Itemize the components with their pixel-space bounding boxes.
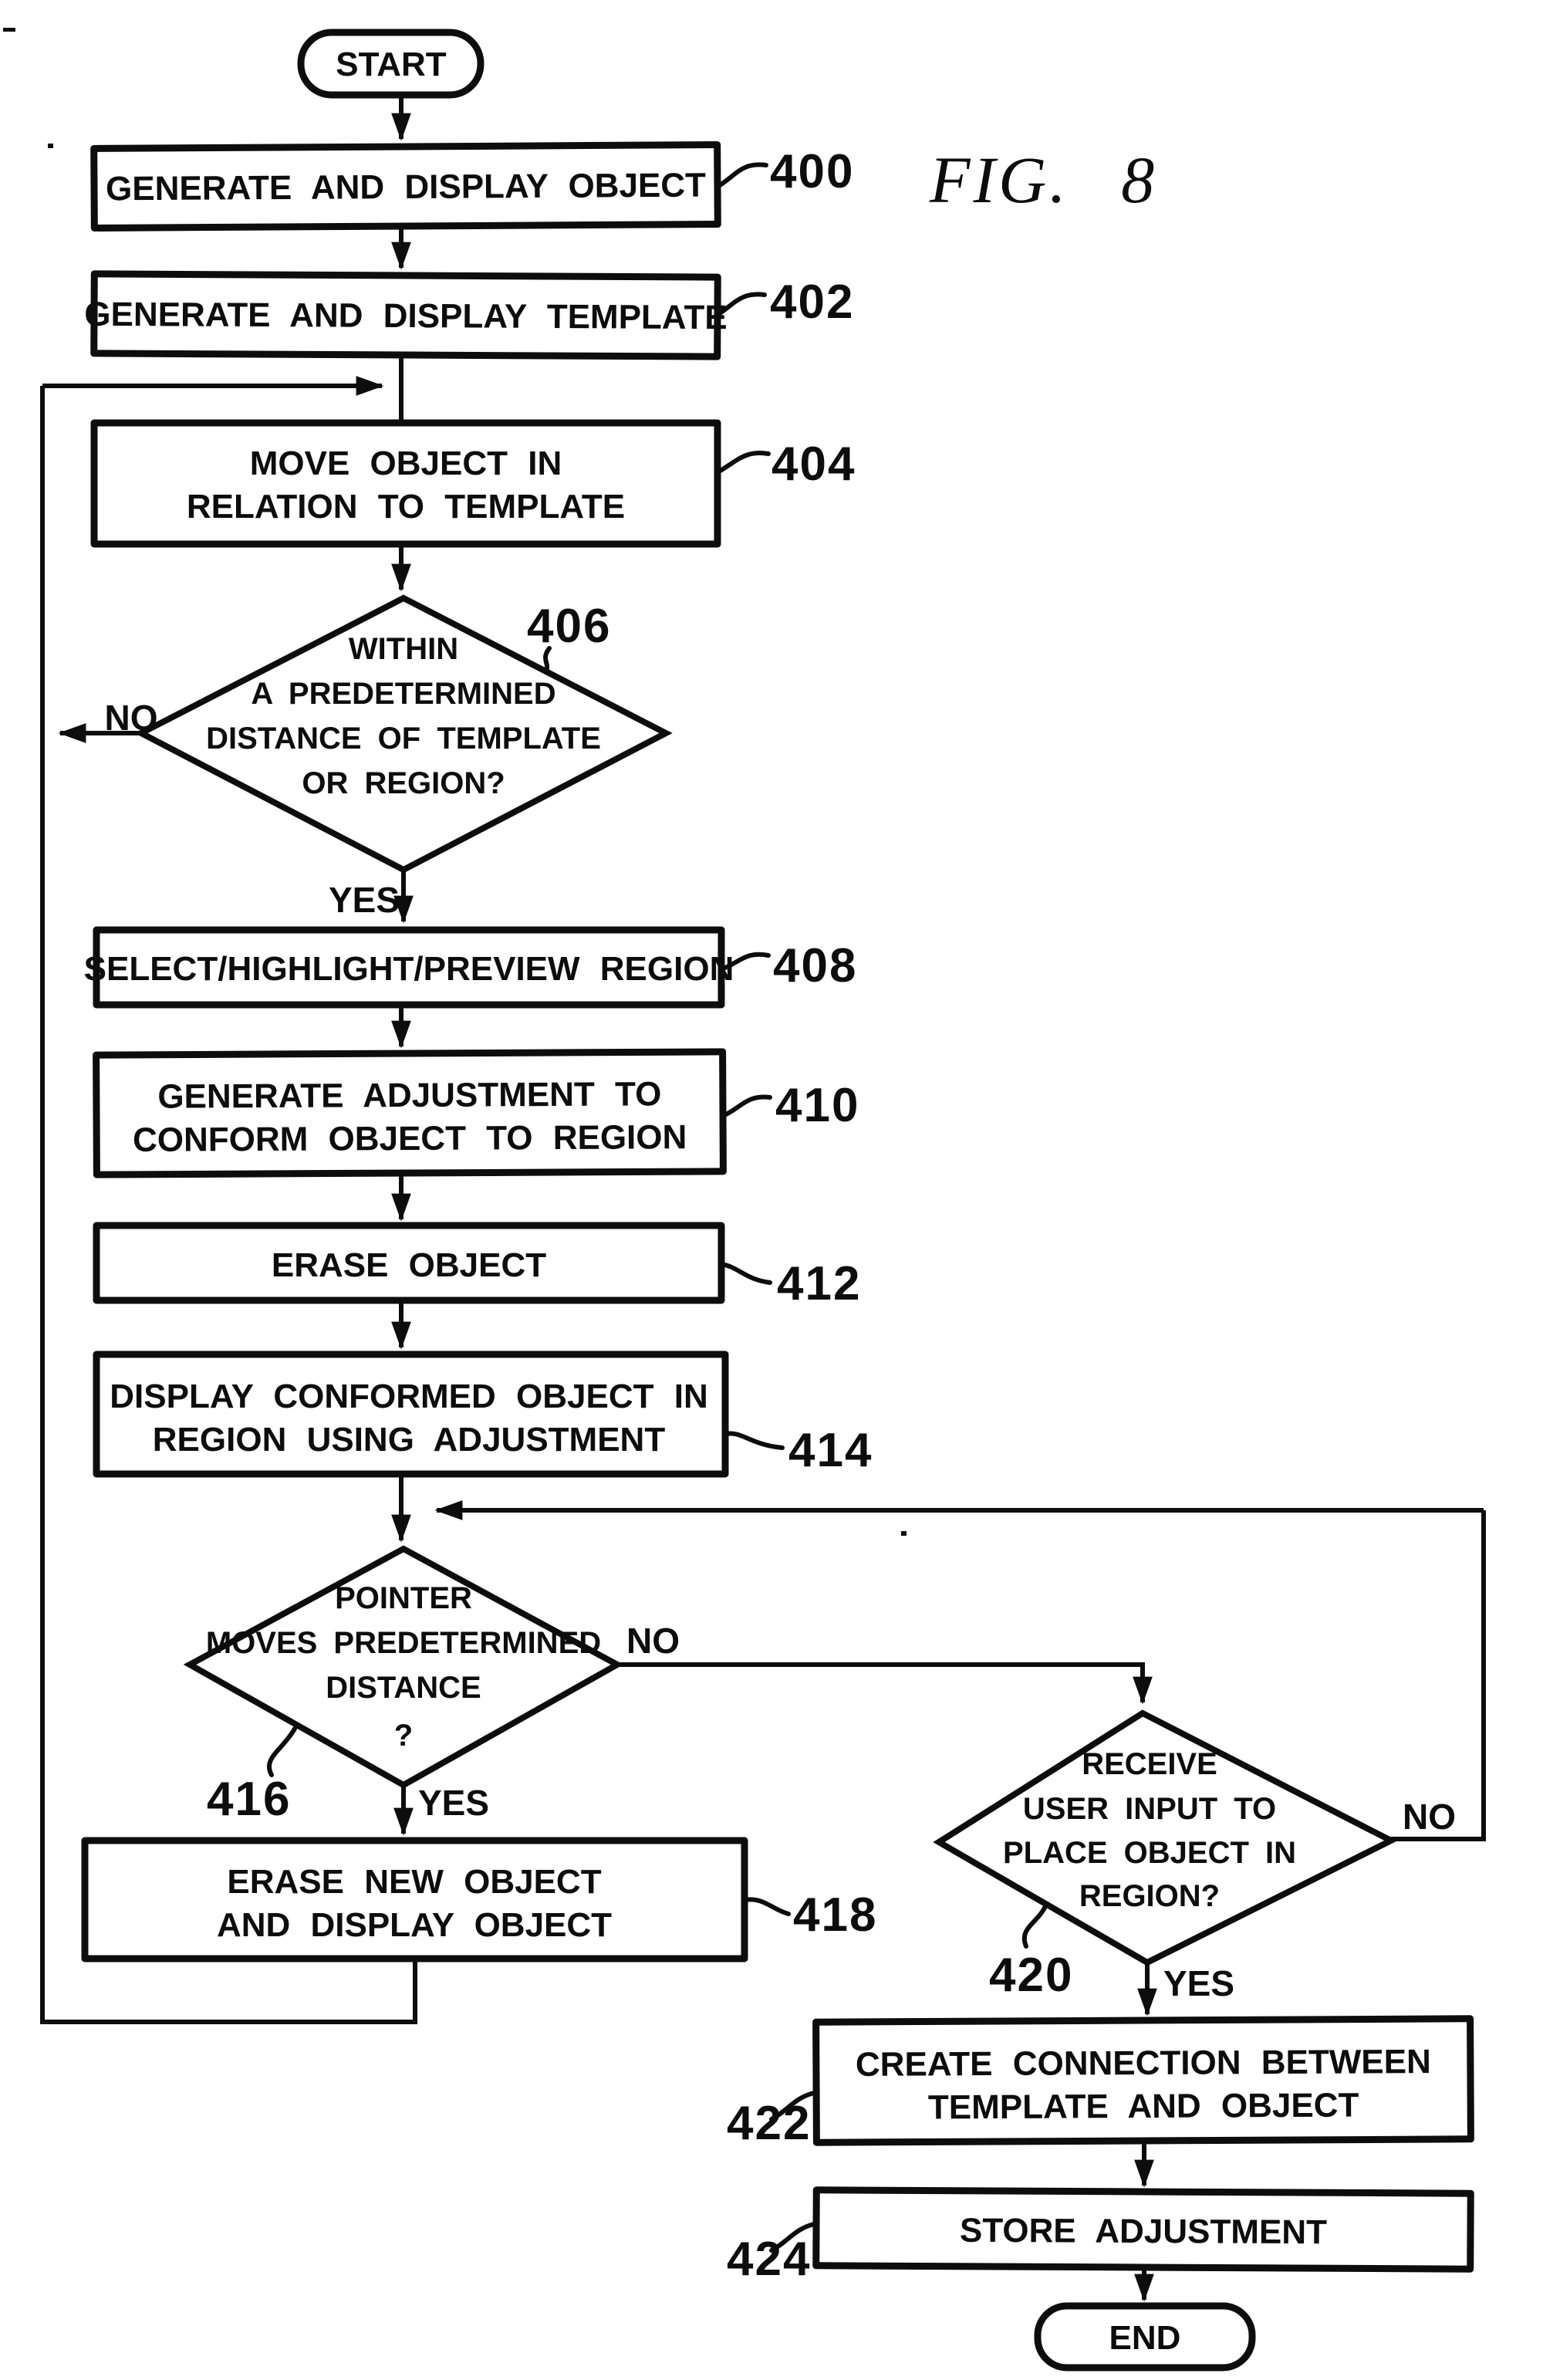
lead-line-420 [1021,1902,1048,1949]
process-box-408-rect [93,926,725,1009]
start-label: START [336,46,447,83]
branch-yes-420: YES [1163,1963,1234,2003]
ref-label-418: 418 [793,1888,877,1942]
ref-label-400: 400 [770,145,854,198]
process-box-412: ERASE OBJECT [93,1222,725,1304]
decision-406-line4: OR REGION? [302,766,505,800]
process-box-410-line2: CONFORM OBJECT TO REGION [133,1118,687,1159]
lead-line-418 [742,1897,791,1916]
process-box-422: CREATE CONNECTION BETWEEN TEMPLATE AND O… [812,2015,1474,2146]
process-box-402-label: GENERATE AND DISPLAY TEMPLATE [84,296,728,336]
decision-420-line1: RECEIVE [1082,1747,1217,1781]
process-box-404: MOVE OBJECT IN RELATION TO TEMPLATE [90,419,721,548]
lead-line-422 [769,2091,816,2121]
lead-line-400 [717,162,768,188]
branch-yes-406: YES [329,880,400,920]
process-box-404-rect [90,419,721,548]
process-box-410-rect [93,1048,727,1178]
ref-label-406: 406 [527,600,611,653]
process-box-408: SELECT/HIGHLIGHT/PREVIEW REGION [84,926,734,1009]
lead-line-424 [769,2222,816,2253]
ref-label-420: 420 [989,1949,1073,2002]
decision-416-line3: DISTANCE [326,1671,481,1705]
process-box-410: GENERATE ADJUSTMENT TO CONFORM OBJECT TO… [93,1048,727,1178]
branch-no-420: NO [1403,1797,1456,1837]
decision-diamond-416-shape [183,1545,624,1789]
decision-416-line4: ? [394,1719,413,1753]
decision-diamond-406: WITHIN A PREDETERMINED DISTANCE OF TEMPL… [134,594,673,874]
process-box-412-rect [93,1222,725,1304]
scan-artifact-dot-2 [48,144,53,148]
decision-diamond-420-shape [933,1709,1398,1966]
ref-label-404: 404 [772,438,856,491]
decision-diamond-406-shape [134,594,673,874]
decision-406-line1: WITHIN [349,632,458,666]
process-box-424-rect [812,2186,1474,2273]
process-box-418-line1: ERASE NEW OBJECT [227,1863,601,1901]
lead-line-416 [266,1726,297,1777]
decision-420-line2: USER INPUT TO [1023,1792,1276,1826]
process-box-424-label: STORE ADJUSTMENT [960,2212,1327,2251]
process-box-418-line2: AND DISPLAY OBJECT [217,1906,612,1944]
process-box-414-rect [93,1351,729,1478]
decision-416-line2: MOVES PREDETERMINED [206,1626,601,1660]
decision-420-line4: REGION? [1079,1879,1220,1913]
scan-artifact-dash [3,28,15,32]
lead-line-410 [721,1094,772,1118]
branch-no-406: NO [105,698,158,738]
process-box-414: DISPLAY CONFORMED OBJECT IN REGION USING… [93,1351,729,1478]
process-box-410-line1: GENERATE ADJUSTMENT TO [157,1075,661,1115]
figure-title: FIG. 8 [929,143,1157,217]
process-box-422-rect [812,2015,1474,2146]
ref-label-408: 408 [773,939,857,992]
lead-line-414 [723,1431,785,1450]
process-box-412-label: ERASE OBJECT [272,1246,546,1284]
ref-label-414: 414 [788,1424,873,1477]
start-terminator [297,29,485,99]
process-box-414-line2: REGION USING ADJUSTMENT [153,1421,666,1459]
process-box-404-line2: RELATION TO TEMPLATE [187,488,625,526]
process-box-418: ERASE NEW OBJECT AND DISPLAY OBJECT [81,1837,748,1962]
ref-label-412: 412 [777,1257,861,1310]
lead-line-408 [719,952,771,972]
process-box-402-rect [90,270,721,360]
decision-diamond-416: POINTER MOVES PREDETERMINED DISTANCE ? [183,1545,624,1789]
end-terminator [1034,2302,1256,2372]
process-box-418-rect [81,1837,748,1962]
end-label: END [1109,2319,1181,2357]
process-box-400-label: GENERATE AND DISPLAY OBJECT [106,167,706,208]
decision-406-line2: A PREDETERMINED [251,677,555,711]
decision-416-line1: POINTER [335,1581,472,1615]
lead-line-402 [715,292,767,317]
edge-420-no-up [1391,1510,1486,1841]
ref-label-424: 424 [727,2233,811,2286]
process-box-400-rect [90,141,721,232]
ref-label-416: 416 [207,1773,291,1826]
process-box-424: STORE ADJUSTMENT [812,2186,1474,2273]
process-box-414-line1: DISPLAY CONFORMED OBJECT IN [110,1378,707,1415]
lead-line-412 [719,1262,772,1285]
ref-label-422: 422 [727,2097,811,2150]
ref-label-410: 410 [775,1079,859,1132]
process-box-422-line2: TEMPLATE AND OBJECT [928,2087,1359,2127]
edge-loop-left-return [40,386,417,2024]
process-box-400: GENERATE AND DISPLAY OBJECT [90,141,721,232]
decision-420-line3: PLACE OBJECT IN [1003,1836,1296,1870]
scan-artifact-dot-3 [901,1531,907,1536]
process-box-408-label: SELECT/HIGHLIGHT/PREVIEW REGION [84,950,734,988]
decision-diamond-420: RECEIVE USER INPUT TO PLACE OBJECT IN RE… [933,1709,1398,1966]
ref-label-402: 402 [770,276,854,329]
edge-416-no-to-420 [617,1662,1153,1705]
process-box-402: GENERATE AND DISPLAY TEMPLATE [84,270,728,360]
process-box-422-line1: CREATE CONNECTION BETWEEN [856,2043,1431,2084]
lead-line-404 [715,451,771,475]
decision-406-line3: DISTANCE OF TEMPLATE [206,722,601,756]
branch-yes-416: YES [418,1783,489,1823]
branch-no-416: NO [626,1621,680,1661]
process-box-404-line1: MOVE OBJECT IN [250,445,562,482]
